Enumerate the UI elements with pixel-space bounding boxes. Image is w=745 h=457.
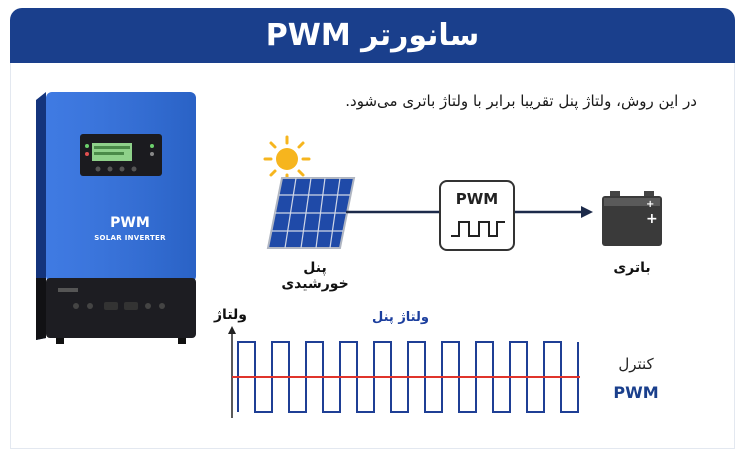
pwm-to-battery-arrow <box>515 206 593 218</box>
y-axis-arrow <box>228 326 236 334</box>
device-brand: PWM <box>110 215 150 231</box>
solar-panel-icon <box>266 177 356 249</box>
page-title: سانورتر PWM <box>265 18 480 53</box>
device-subtitle: SOLAR INVERTER <box>94 234 166 242</box>
inverter-device-image <box>36 92 196 344</box>
sun-icon <box>263 135 311 183</box>
description-text: در این روش، ولتاژ پنل تقریبا برابر با ول… <box>345 92 697 110</box>
svg-text:+: + <box>646 211 658 227</box>
panel-voltage-label: ولتاژ پنل <box>372 310 429 325</box>
control-label: کنترل <box>618 355 654 373</box>
control-label-pwm: PWM <box>613 383 659 402</box>
pwm-waveform <box>228 326 580 418</box>
title-bar: سانورتر PWM <box>10 8 735 63</box>
battery-icon: + + <box>602 191 662 246</box>
device-base <box>46 278 196 338</box>
panel-to-pwm-line <box>346 210 439 214</box>
square-wave-icon <box>451 221 505 237</box>
solar-panel-label: پنل خورشیدی <box>281 260 349 292</box>
svg-text:+: + <box>646 199 654 210</box>
voltage-axis-label: ولتاژ <box>214 307 247 323</box>
battery-label: باتری <box>613 260 651 276</box>
pwm-box-label: PWM <box>455 190 499 208</box>
pwm-controller-box: PWM <box>439 180 515 251</box>
